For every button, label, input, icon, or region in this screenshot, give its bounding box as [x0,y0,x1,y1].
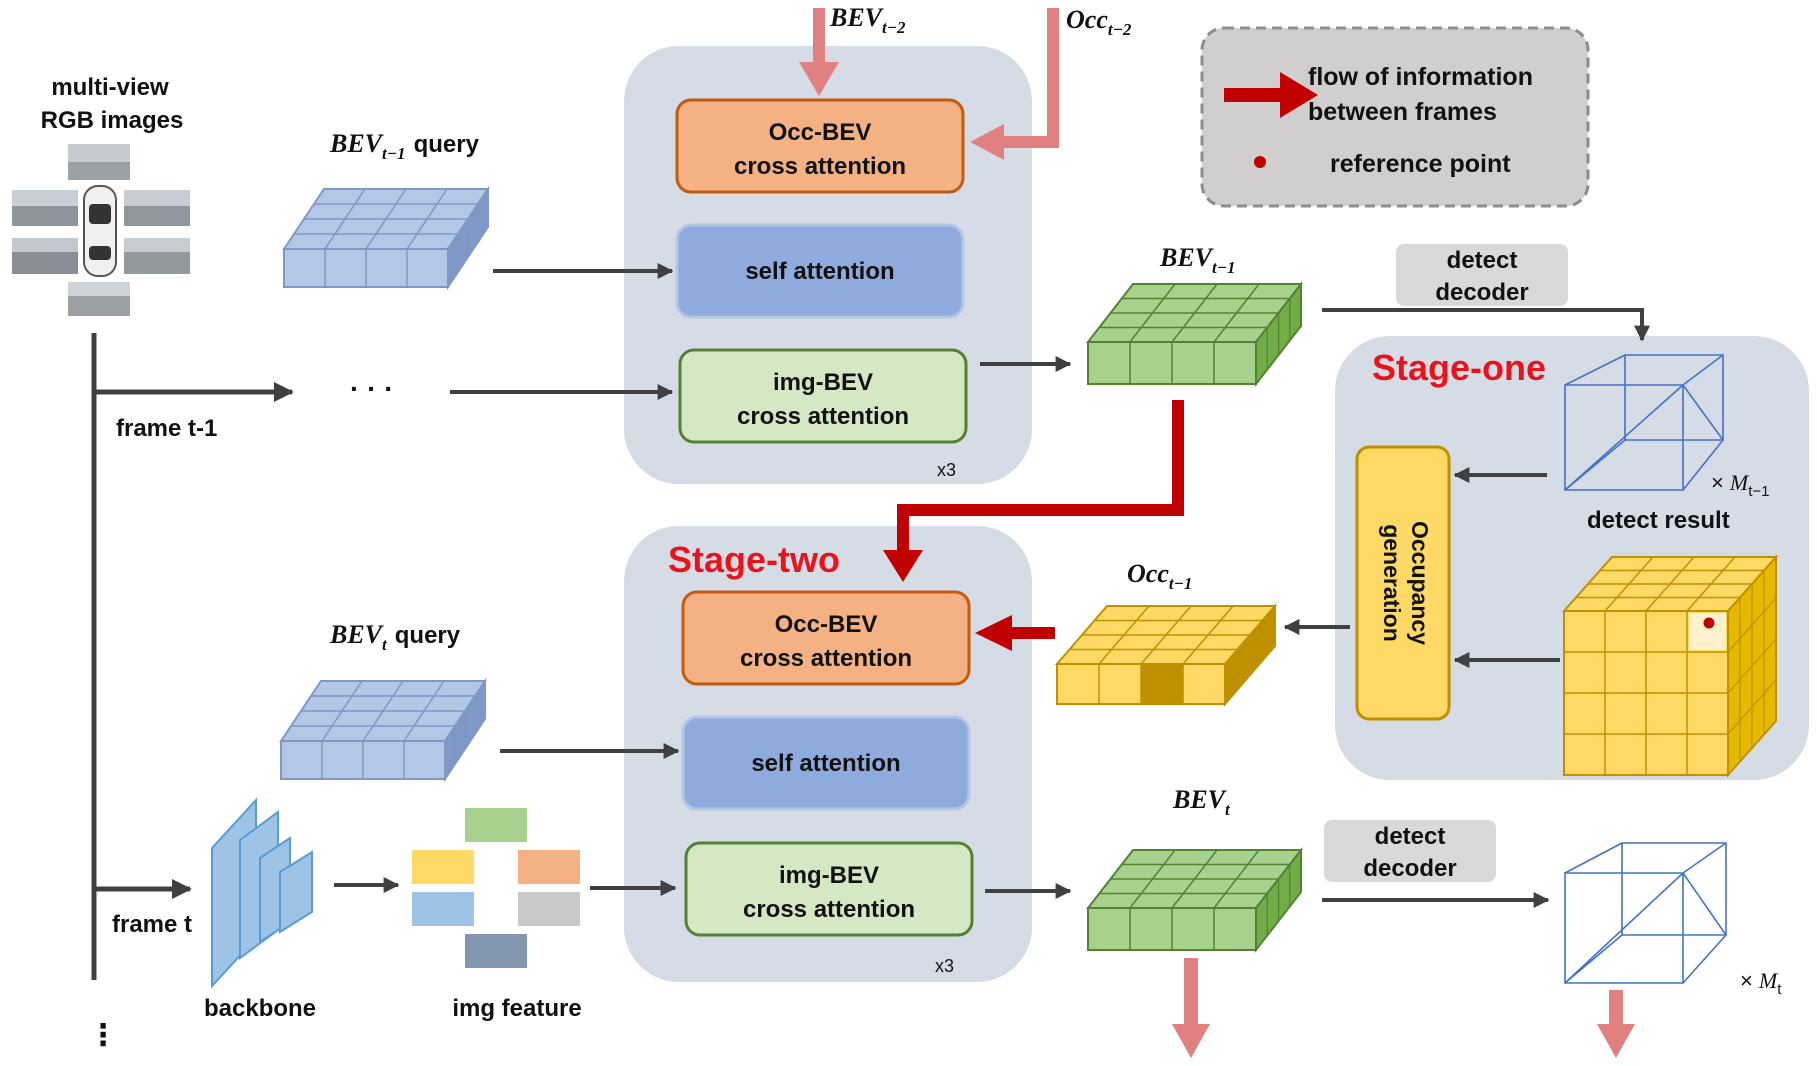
detect-result-box-top [1564,354,1724,491]
self-attention-label-bottom: self attention [751,750,900,777]
occ-gen-label-2: generation [1379,524,1405,642]
ellipsis-vertical: ⋮ [88,1019,118,1052]
detect-decoder-top: detect decoder [1396,244,1568,306]
occ-t2-label: Occt−2 [1066,5,1132,39]
self-attention-bottom: self attention [681,715,971,811]
legend-flow-arrow [1224,72,1318,118]
bev-curr-label: BEVt [1172,785,1231,819]
occupancy-cube [1561,554,1779,778]
detect-result-box-bottom [1564,842,1727,984]
occ-bev-label-bottom-2: cross attention [740,645,912,672]
occ-prev-label: Occt−1 [1127,559,1192,593]
detect-decoder-bottom: detect decoder [1324,820,1496,882]
stage-two-title: Stage-two [668,539,840,580]
camera-images [12,144,190,316]
bev-query-prev-grid [282,185,490,291]
input-title-2: RGB images [41,107,184,134]
decoder-top-label-1: detect [1447,247,1518,274]
self-attention-top: self attention [675,223,965,319]
occ-prev-grid [1054,603,1278,707]
decoder-bottom-label-1: detect [1375,823,1446,850]
repeat-label-bottom: x3 [935,956,954,976]
bev-curr-grid [1085,847,1304,953]
detect-result-label: detect result [1587,507,1730,534]
reference-point-dot [1703,617,1715,629]
bev-t2-input-arrow [799,8,839,96]
m-prev-label: ×Mt−1 [1711,470,1769,500]
bev-query-curr-grid [279,677,487,783]
decoder-top-label-2: decoder [1435,279,1528,306]
self-attention-label-top: self attention [745,258,894,285]
img-bev-label-top-1: img-BEV [773,369,873,396]
m-curr-label: ×Mt [1740,968,1782,998]
car-icon [83,185,117,277]
occupancy-generation-block: Occupancy generation [1355,445,1451,721]
img-bev-label-top-2: cross attention [737,403,909,430]
backbone-label: backbone [204,995,316,1022]
flow-occ-prev-to-occ-bev [975,615,1055,651]
legend-ref-label: reference point [1330,150,1511,178]
decoder-bottom-label-2: decoder [1363,855,1456,882]
bev-prev-grid [1085,281,1304,387]
img-bev-cross-attention-top: img-BEV cross attention [678,348,968,444]
detect-curr-output-arrow [1597,990,1635,1058]
legend-reference-dot [1254,156,1266,168]
img-feature-blocks [412,808,580,968]
legend-box [1200,26,1590,208]
bev-curr-output-arrow [1172,958,1210,1058]
flow-bev-prev-to-stage-two [883,400,1184,582]
stage-one-title: Stage-one [1372,347,1546,388]
img-bev-label-bottom-2: cross attention [743,896,915,923]
occ-bev-label-top-1: Occ-BEV [769,119,872,146]
ellipsis-horizontal: · · · [350,373,394,404]
occ-bev-label-top-2: cross attention [734,153,906,180]
legend-flow-label-2: between frames [1308,98,1497,126]
repeat-label-top: x3 [937,460,956,480]
occ-t2-input-arrow [970,8,1059,160]
bev-prev-to-detect-arrow [1322,308,1650,342]
occ-bev-cross-attention-top: Occ-BEV cross attention [675,98,965,194]
occ-gen-label-1: Occupancy [1407,521,1433,645]
frame-prev-label: frame t-1 [116,415,217,442]
img-bev-cross-attention-bottom: img-BEV cross attention [684,841,974,937]
frame-curr-label: frame t [112,911,192,938]
img-feature-label: img feature [452,995,581,1022]
legend-flow-label-1: flow of information [1308,63,1533,91]
bev-t2-label: BEVt−2 [829,3,906,37]
img-bev-label-bottom-1: img-BEV [779,862,879,889]
occ-bev-label-bottom-1: Occ-BEV [775,611,878,638]
bev-prev-label: BEVt−1 [1159,243,1236,277]
input-title-1: multi-view [51,74,169,101]
occ-bev-cross-attention-bottom: Occ-BEV cross attention [681,590,971,686]
backbone-icon [211,797,313,989]
